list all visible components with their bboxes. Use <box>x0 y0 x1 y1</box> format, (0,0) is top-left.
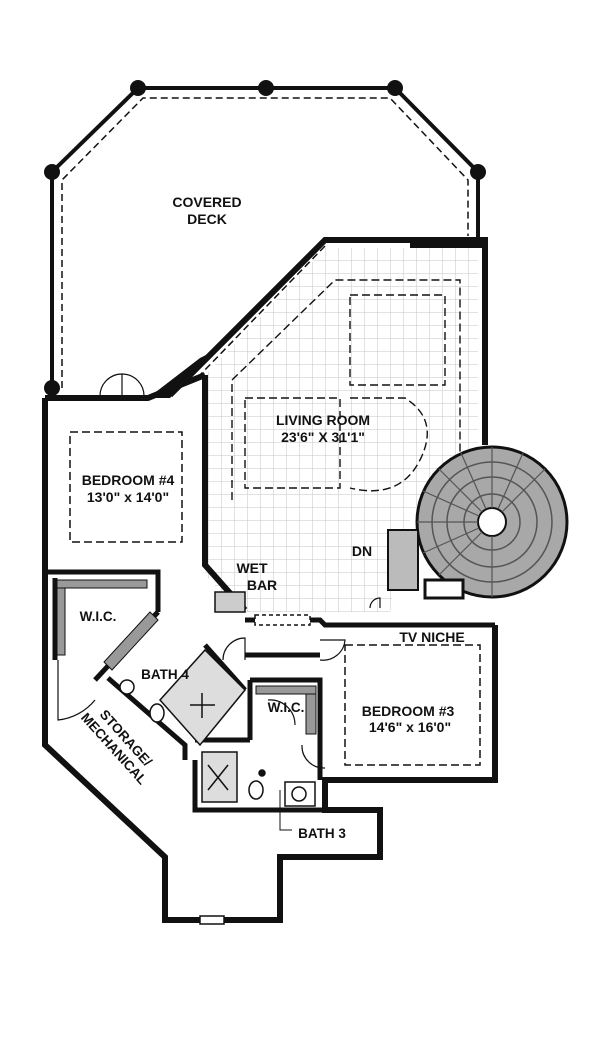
wall-segment <box>410 238 485 248</box>
bath3-leader <box>279 790 292 831</box>
deck-columns <box>44 80 486 396</box>
bedroom3-size: 14'6" x 16'0" <box>369 719 451 735</box>
bedroom4-ceiling <box>69 431 183 543</box>
covered-deck <box>44 80 486 396</box>
bedroom4-label: BEDROOM #4 <box>82 472 175 488</box>
bedroom3-ceiling <box>344 644 481 766</box>
ceiling-detail <box>231 279 461 500</box>
pass-through <box>254 614 311 626</box>
tv-niche-label: TV NICHE <box>399 629 464 645</box>
wet-bar-label-2: BAR <box>247 577 277 593</box>
living-room-floor <box>205 248 478 612</box>
dashed-overhang <box>199 245 326 376</box>
door-swings <box>57 597 381 769</box>
bedroom4-size: 13'0" x 14'0" <box>87 489 169 505</box>
wic-left-label: W.I.C. <box>80 609 117 624</box>
wet-bar-label: WET <box>236 560 268 576</box>
living-room-label: LIVING ROOM <box>276 412 370 428</box>
covered-deck-label-2: DECK <box>187 211 227 227</box>
living-room-size: 23'6" X 31'1" <box>281 429 365 445</box>
closet-shelves <box>56 579 317 735</box>
bath-fixtures <box>119 591 316 807</box>
covered-deck-label: COVERED <box>172 194 241 210</box>
diagonal-wall-fill <box>148 352 212 398</box>
french-door <box>99 373 145 397</box>
spiral-stair <box>387 445 569 600</box>
bath3-label: BATH 3 <box>298 826 346 841</box>
wic-right-label: W.I.C. <box>268 700 305 715</box>
window <box>199 915 225 925</box>
bedroom3-label: BEDROOM #3 <box>362 703 455 719</box>
interior-walls <box>45 569 495 813</box>
bath4-label: BATH 4 <box>141 667 189 682</box>
stairs-down-label: DN <box>352 543 372 559</box>
